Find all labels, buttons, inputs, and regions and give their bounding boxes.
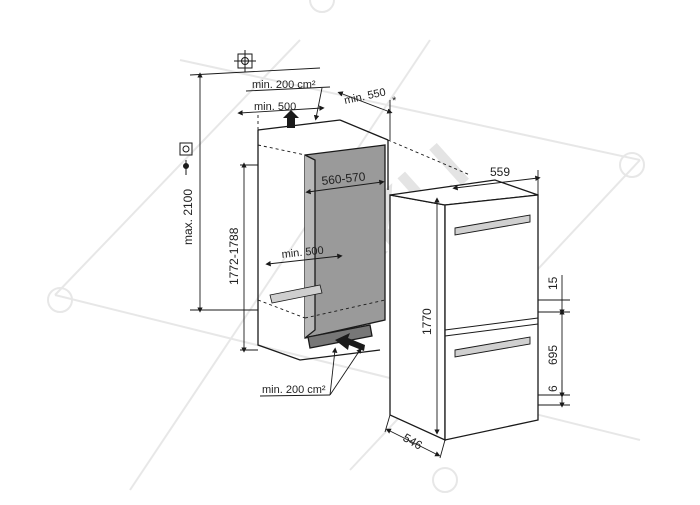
lower-door-handle [454, 336, 531, 358]
upper-door-handle [454, 214, 531, 236]
label-gap-top: 15 [546, 276, 560, 290]
ground-symbol-icon [234, 50, 256, 72]
label-niche-asterisk: * [392, 95, 397, 107]
dimension-lines [189, 67, 570, 459]
label-ventilation-bottom: min. 200 cm² [262, 384, 326, 396]
label-ventilation-top: min. 200 cm² [252, 79, 316, 91]
bottom-vent-grille [307, 324, 373, 349]
label-niche-width: 560-570 [321, 169, 367, 188]
label-max-height: max. 2100 [181, 189, 195, 245]
bottom-airflow-arrow [335, 333, 365, 351]
label-door-lower: 695 [546, 345, 560, 365]
label-appliance-width: 559 [490, 165, 510, 179]
label-appliance-depth: 546 [401, 430, 426, 452]
label-niche-height: 1772-1788 [227, 227, 241, 285]
label-depth-inner: min. 500 [281, 245, 324, 261]
power-plug-icon [179, 142, 193, 175]
label-depth-top: min. 500 [254, 101, 296, 113]
label-appliance-height: 1770 [420, 308, 434, 335]
appliance [389, 179, 539, 442]
label-gap-bottom: 6 [546, 385, 560, 392]
